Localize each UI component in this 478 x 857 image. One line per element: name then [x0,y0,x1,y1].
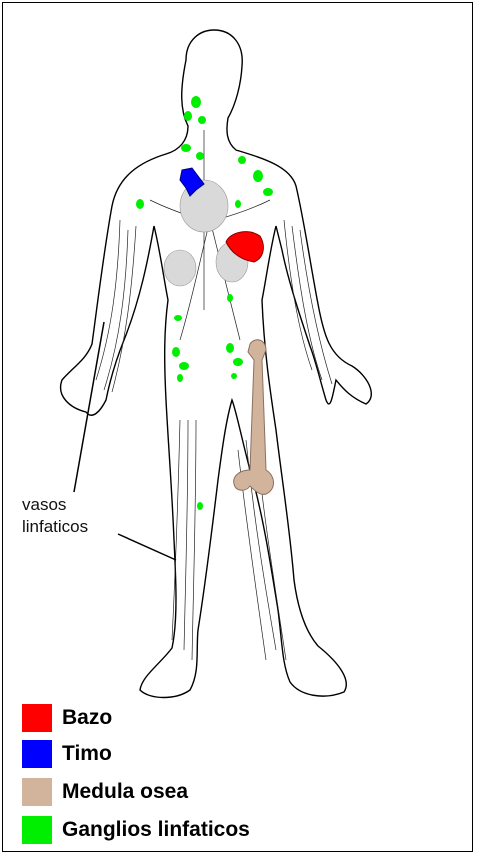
legend-item-ganglios-linfaticos: Ganglios linfaticos [22,816,250,844]
callout-line-2: linfaticos [22,516,88,538]
callout-line-1: vasos [22,494,88,516]
legend-swatch-ganglios-linfaticos [22,816,52,844]
legend-label-bazo: Bazo [62,706,112,730]
legend-item-medula-osea: Medula osea [22,778,188,806]
legend-swatch-timo [22,740,52,768]
legend-label-timo: Timo [62,742,112,766]
legend-swatch-bazo [22,704,52,732]
liver-outline [164,250,196,286]
legend-swatch-medula-osea [22,778,52,806]
body-outline [61,30,372,698]
legend-label-medula-osea: Medula osea [62,780,188,804]
legend-label-ganglios-linfaticos: Ganglios linfaticos [62,818,250,842]
callout-pointer-lower [118,534,176,560]
vessels-callout: vasos linfaticos [22,494,88,538]
legend-item-timo: Timo [22,740,112,768]
legend-item-bazo: Bazo [22,704,112,732]
